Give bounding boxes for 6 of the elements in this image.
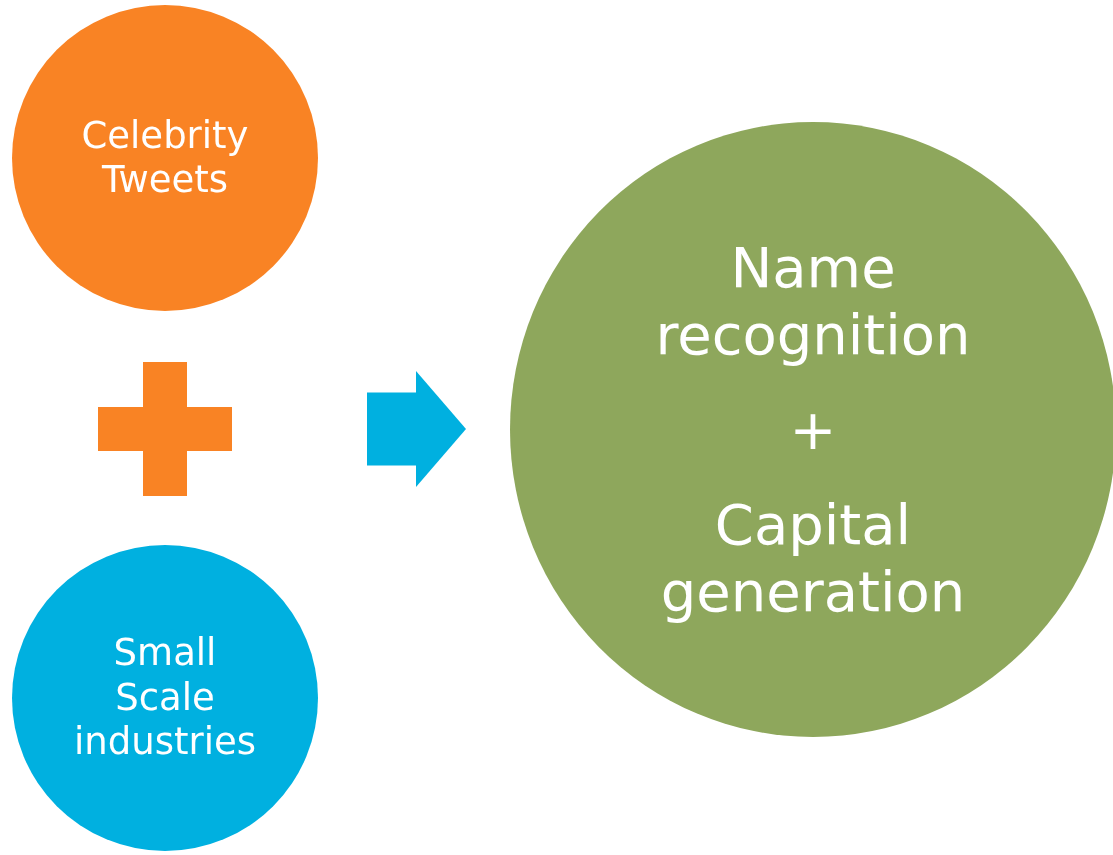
node-label: Small Scale industries	[73, 631, 257, 765]
node-label: Celebrity Tweets	[80, 113, 250, 203]
node-label: +	[789, 395, 837, 464]
node-label: Name recognition	[654, 233, 972, 368]
node-label: Capital generation	[659, 491, 967, 626]
block-arrow	[367, 371, 466, 487]
